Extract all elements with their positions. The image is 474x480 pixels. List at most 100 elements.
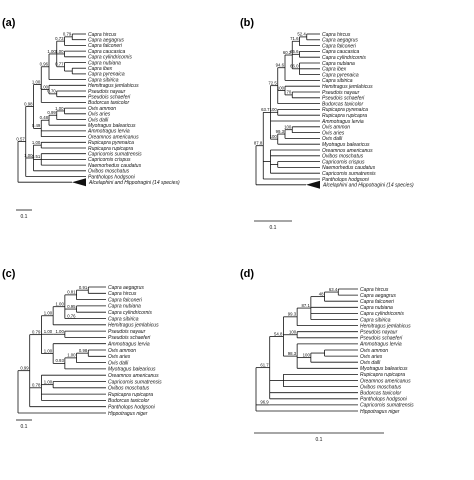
taxon-label: Pseudois schaeferi [108, 335, 151, 341]
support-value: 0.49 [32, 123, 41, 128]
taxon-label: Capra falconeri [108, 297, 143, 303]
support-value: 87.1 [301, 303, 310, 308]
taxon-label: Capra cylindricornis [360, 311, 404, 317]
taxon-label: Capra pyrenaica [88, 72, 125, 78]
support-value: 0.98 [24, 101, 33, 106]
taxon-label: Capra nubiana [360, 305, 393, 311]
taxon-label: Naemorhedus caudatus [322, 165, 376, 171]
taxon-label: Ovis aries [88, 112, 111, 118]
support-value: 98.3 [288, 351, 297, 356]
support-value: 100 [289, 330, 297, 335]
taxon-label: Hippotragus niger [108, 411, 148, 417]
taxon-label: Hemitragus jemlahicus [322, 84, 373, 90]
support-value: 0.98 [79, 348, 88, 353]
support-value: 1.00 [47, 49, 56, 54]
taxon-label: Ovis aries [322, 130, 345, 136]
support-value: 54.8 [274, 331, 283, 336]
taxon-label: Capra nubiana [88, 60, 121, 66]
taxon-label: Capra falconeri [322, 43, 357, 49]
support-value: 0.76 [67, 313, 76, 318]
support-value: 1.00 [55, 329, 64, 334]
panel-label: (c) [2, 268, 16, 280]
support-value: 72.5 [268, 80, 277, 85]
taxon-label: Rupicapra rupicapra [88, 146, 133, 152]
support-value: 0.70 [47, 89, 56, 94]
support-value: 0.95 [67, 304, 76, 309]
taxon-label: Ovis dalli [88, 117, 109, 123]
scale-bar-label: 0.1 [21, 214, 28, 220]
taxon-label: Pseudois nayaur [88, 89, 126, 95]
support-value: 99.3 [276, 129, 285, 134]
taxon-label: Oreamnos americanus [88, 134, 139, 140]
taxon-label: Oreamnos americanus [322, 148, 373, 154]
taxon-label: Pseudois schaeferi [360, 336, 403, 342]
support-value: 65.6 [290, 49, 299, 54]
support-value: 1.00 [67, 353, 76, 358]
taxon-label: Ovis aries [108, 354, 131, 360]
taxon-label: Capra nubiana [108, 304, 141, 310]
taxon-label: Budorcas taxicolor [108, 398, 149, 404]
taxon-label: Hemitragus jemlahicus [108, 323, 159, 329]
support-value: 1.00 [44, 311, 53, 316]
taxon-label: Capra cylindricornis [88, 55, 132, 61]
taxon-label: Hemitragus jemlahicus [88, 83, 139, 89]
taxon-label: Ammotragus lervia [359, 342, 402, 348]
panel-label: (a) [2, 17, 16, 29]
panel-label: (b) [240, 17, 254, 29]
taxon-label: Pantholops hodgsoni [322, 177, 370, 183]
taxon-label: Oreamnos americanus [108, 373, 159, 379]
support-value: 0.51 [32, 154, 41, 159]
support-value: 0.99 [20, 365, 29, 370]
support-value: 0.48 [40, 115, 49, 120]
taxon-label: Pseudois schaeferi [322, 96, 365, 102]
support-value: 1.00 [44, 329, 53, 334]
taxon-label: Ovis ammon [108, 348, 136, 354]
taxon-label: Myotragus balearicus [360, 366, 408, 372]
taxon-label: Ovibos moschatus [88, 169, 130, 175]
taxon-label: Capricornis crispus [322, 159, 365, 165]
support-value: 0.79 [63, 32, 72, 37]
taxon-label: Capricornis sumatrensis [322, 171, 376, 177]
support-value: 1.00 [32, 79, 41, 84]
taxon-label: Rupicapra pyrenaica [88, 140, 134, 146]
taxon-label: Ovibos moschatus [108, 386, 150, 392]
taxon-label: Ovibos moschatus [322, 154, 364, 160]
support-value: 61.7 [260, 362, 269, 367]
taxon-label: Capra hircus [108, 291, 137, 297]
taxon-label: Capra sibirica [88, 77, 119, 83]
taxon-label: Rupicapra rupicapra [360, 372, 405, 378]
support-value: 0.73 [55, 36, 64, 41]
taxon-label: Pantholops hodgsoni [88, 174, 136, 180]
taxon-label: Capra cylindricornis [108, 310, 152, 316]
taxon-label: Capra falconeri [88, 43, 123, 49]
taxon-label: Alcelaphini and Hippotragini (14 species… [88, 180, 180, 186]
taxon-label: Ovis ammon [360, 348, 388, 354]
taxon-label: Hippotragus niger [360, 409, 400, 415]
support-value: 66.0 [290, 64, 299, 69]
support-value: 100 [303, 352, 311, 357]
scale-bar-label: 0.1 [21, 424, 28, 430]
taxon-label: Capra hircus [322, 32, 351, 38]
taxon-label: Budorcas taxicolor [88, 100, 129, 106]
taxon-label: Capra aegagrus [108, 285, 144, 291]
support-value: 1.00 [32, 140, 41, 145]
taxon-label: Myotragus balearicus [322, 142, 370, 148]
taxon-label: Capricornis crispus [88, 157, 131, 163]
taxon-label: Capra cylindricornis [322, 55, 366, 61]
taxon-label: Capra ibex [322, 67, 347, 73]
taxon-label: Capra hircus [360, 287, 389, 293]
collapsed-clade-triangle [306, 180, 320, 189]
taxon-label: Rupicapra pyrenaica [322, 107, 368, 113]
support-value: 63.7 [261, 107, 270, 112]
taxon-label: Ammotragus lervia [321, 119, 364, 125]
support-value: 52.4 [297, 32, 306, 37]
taxon-label: Ovis ammon [322, 125, 350, 131]
taxon-label: Ovis dalli [108, 360, 129, 366]
support-value: 87.8 [254, 140, 263, 145]
taxon-label: Capra caucasica [322, 49, 359, 55]
support-value: 0.99 [47, 110, 56, 115]
